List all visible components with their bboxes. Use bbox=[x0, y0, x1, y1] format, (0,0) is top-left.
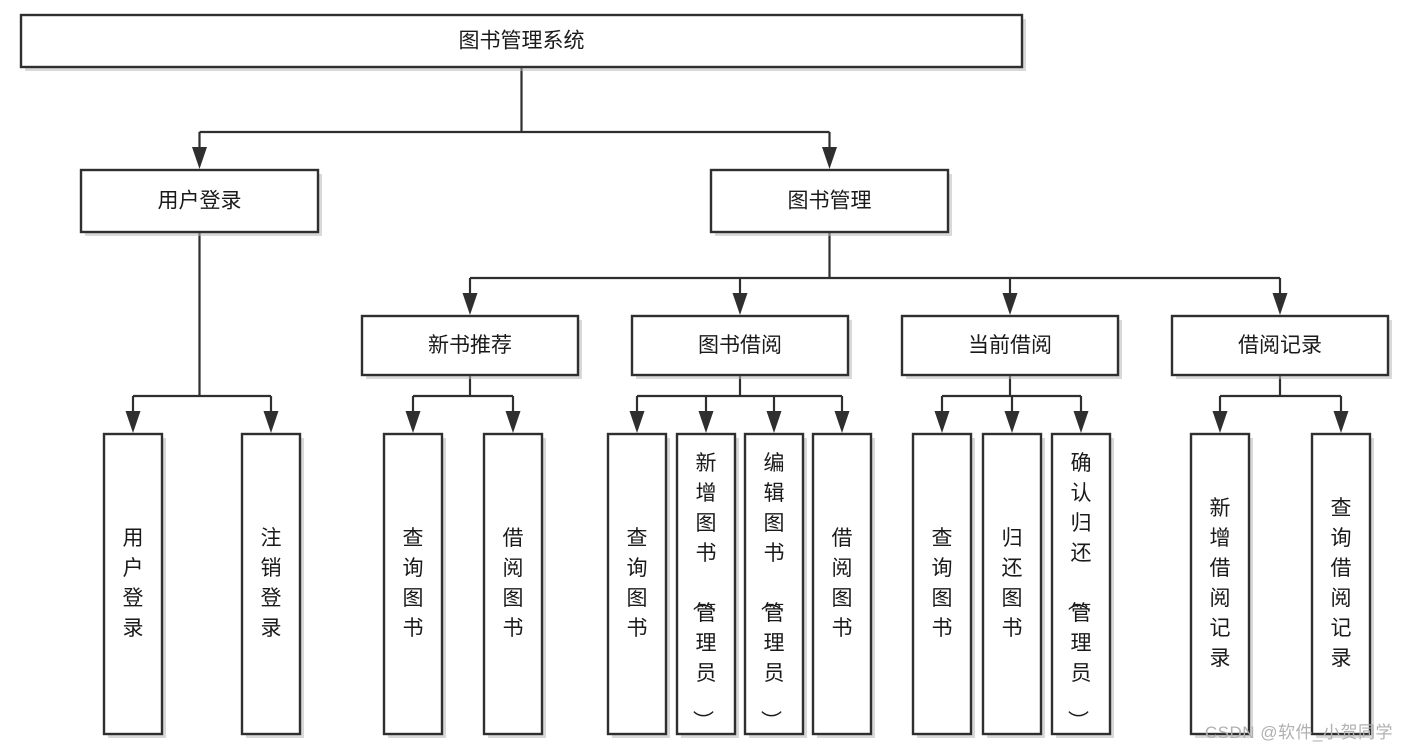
node-l4_3[interactable]: 借阅图书 bbox=[482, 432, 546, 738]
edge-group-l3_0 bbox=[405, 375, 521, 433]
node-label: 新书推荐 bbox=[428, 334, 512, 357]
node-l4_8[interactable]: 查询图书 bbox=[911, 432, 975, 738]
node-label: 归还图书 bbox=[1002, 527, 1023, 640]
node-rect[interactable] bbox=[1310, 432, 1372, 736]
node-rect[interactable] bbox=[675, 432, 737, 736]
node-label: 注销登录 bbox=[261, 527, 282, 640]
edge-group-l2_0 bbox=[125, 232, 279, 433]
node-l4_10[interactable]: 确认归还（管理员） bbox=[1050, 432, 1114, 738]
node-l4_7[interactable]: 借阅图书 bbox=[811, 432, 875, 738]
node-l2_1[interactable]: 图书管理 bbox=[709, 168, 952, 236]
node-rect[interactable] bbox=[382, 432, 444, 736]
node-label: 查询借阅记录 bbox=[1331, 497, 1352, 670]
node-label: 借阅记录 bbox=[1238, 334, 1322, 357]
node-l4_4[interactable]: 查询图书 bbox=[606, 432, 670, 738]
node-rect[interactable] bbox=[630, 314, 850, 377]
node-rect[interactable] bbox=[606, 432, 668, 736]
node-rect[interactable] bbox=[900, 314, 1120, 377]
node-l4_6[interactable]: 编辑图书（管理员） bbox=[743, 432, 807, 738]
node-label: 图书借阅 bbox=[698, 334, 782, 357]
nodes-layer: 图书管理系统用户登录图书管理新书推荐图书借阅当前借阅借阅记录用户登录注销登录查询… bbox=[19, 13, 1392, 738]
node-l4_1[interactable]: 注销登录 bbox=[240, 432, 304, 738]
edge-group-l3_1 bbox=[629, 375, 850, 433]
edge-group-l3_2 bbox=[934, 375, 1089, 433]
node-l3_1[interactable]: 图书借阅 bbox=[630, 314, 852, 379]
node-l3_2[interactable]: 当前借阅 bbox=[900, 314, 1122, 379]
node-label: 查询图书 bbox=[627, 527, 648, 640]
edge-group-l3_3 bbox=[1212, 375, 1349, 433]
node-label: 图书管理 bbox=[788, 190, 872, 213]
node-rect[interactable] bbox=[1050, 432, 1112, 736]
node-l4_5[interactable]: 新增图书（管理员） bbox=[675, 432, 739, 738]
node-label: 当前借阅 bbox=[968, 334, 1052, 357]
node-l4_12[interactable]: 查询借阅记录 bbox=[1310, 432, 1374, 738]
node-label: 新增图书（管理员） bbox=[691, 452, 717, 731]
node-label: 用户登录 bbox=[158, 190, 242, 213]
node-label: 新增借阅记录 bbox=[1210, 497, 1231, 670]
node-label: 编辑图书（管理员） bbox=[759, 452, 785, 731]
node-rect[interactable] bbox=[240, 432, 302, 736]
node-rect[interactable] bbox=[1170, 314, 1390, 377]
node-rect[interactable] bbox=[482, 432, 544, 736]
edges-layer bbox=[125, 67, 1349, 433]
node-l4_2[interactable]: 查询图书 bbox=[382, 432, 446, 738]
node-l4_0[interactable]: 用户登录 bbox=[102, 432, 166, 738]
node-label: 确认归还（管理员） bbox=[1066, 452, 1092, 731]
node-label: 图书管理系统 bbox=[459, 30, 585, 53]
node-label: 用户登录 bbox=[123, 527, 144, 640]
node-l3_3[interactable]: 借阅记录 bbox=[1170, 314, 1392, 379]
node-l4_9[interactable]: 归还图书 bbox=[981, 432, 1045, 738]
node-rect[interactable] bbox=[360, 314, 580, 377]
node-rect[interactable] bbox=[811, 432, 873, 736]
node-l4_11[interactable]: 新增借阅记录 bbox=[1189, 432, 1253, 738]
node-rect[interactable] bbox=[743, 432, 805, 736]
node-rect[interactable] bbox=[102, 432, 164, 736]
node-rect[interactable] bbox=[1189, 432, 1251, 736]
node-rect[interactable] bbox=[709, 168, 950, 234]
node-rect[interactable] bbox=[79, 168, 320, 234]
edge-group-root bbox=[192, 67, 837, 169]
node-rect[interactable] bbox=[19, 13, 1024, 69]
node-label: 查询图书 bbox=[932, 527, 953, 640]
node-rect[interactable] bbox=[981, 432, 1043, 736]
node-label: 借阅图书 bbox=[503, 527, 524, 640]
node-l3_0[interactable]: 新书推荐 bbox=[360, 314, 582, 379]
node-rect[interactable] bbox=[911, 432, 973, 736]
node-l2_0[interactable]: 用户登录 bbox=[79, 168, 322, 236]
edge-group-l2_1 bbox=[462, 232, 1288, 315]
node-root[interactable]: 图书管理系统 bbox=[19, 13, 1026, 71]
node-label: 借阅图书 bbox=[832, 527, 853, 640]
node-label: 查询图书 bbox=[403, 527, 424, 640]
